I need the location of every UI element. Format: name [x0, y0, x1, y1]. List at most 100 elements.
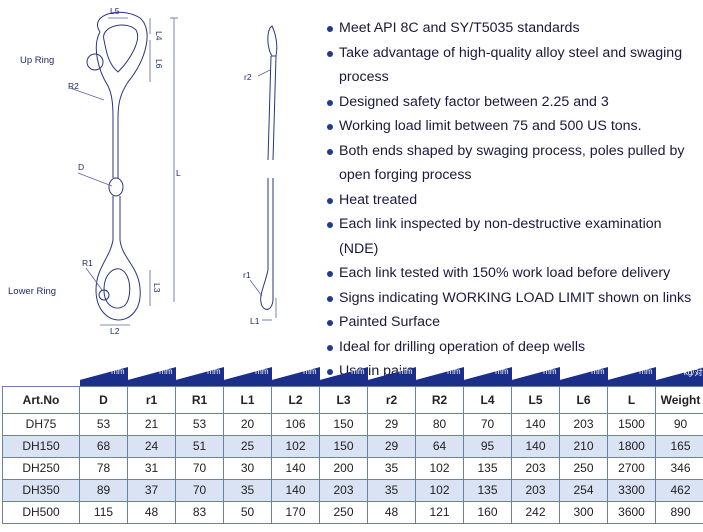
unit-wedge [271, 367, 320, 386]
feature-list: Meet API 8C and SY/T5035 standards Take … [326, 16, 698, 384]
column-header: L4 [463, 385, 512, 414]
table-cell: 1800 [607, 434, 656, 458]
table-cell: 24 [127, 434, 176, 458]
table-cell: 70 [175, 478, 224, 502]
table-cell: 70 [463, 412, 512, 436]
table-cell: 29 [367, 434, 416, 458]
table-cell: 3300 [607, 478, 656, 502]
table-cell: 35 [223, 478, 272, 502]
unit-label: mm [159, 367, 173, 376]
table-cell: 200 [319, 456, 368, 480]
table-cell: 150 [319, 434, 368, 458]
table-cell: 165 [655, 434, 703, 458]
column-header: L1 [223, 385, 272, 414]
table-cell: 31 [127, 456, 176, 480]
upper-ring-outline [95, 11, 148, 150]
column-header: L [607, 385, 656, 414]
r2-cap-label: R2 [68, 81, 79, 91]
table-cell: 21 [127, 412, 176, 436]
table-cell: 203 [319, 478, 368, 502]
unit-label: mm [111, 367, 125, 376]
table-cell: 140 [271, 478, 320, 502]
art-no-cell: DH500 [2, 500, 80, 524]
up-ring-label: Up Ring [20, 55, 54, 66]
r2-label: r2 [244, 72, 252, 82]
feature-item: Meet API 8C and SY/T5035 standards [326, 16, 698, 41]
table-cell: 78 [79, 456, 128, 480]
bullet-icon [327, 99, 333, 106]
unit-wedge [463, 367, 512, 386]
unit-label: mm [639, 367, 653, 376]
unit-wedge [655, 367, 703, 386]
table-cell: 80 [415, 412, 464, 436]
table-cell: 29 [367, 412, 416, 436]
unit-label: mm [399, 367, 413, 376]
art-no-cell: DH75 [2, 412, 80, 436]
table-cell: 210 [559, 434, 608, 458]
unit-cell-empty [3, 367, 80, 386]
table-cell: 203 [511, 456, 560, 480]
column-header: Art.No [2, 385, 80, 414]
lower-ring-eye [103, 268, 131, 309]
table-cell: 160 [463, 500, 512, 524]
art-no-cell: DH350 [2, 478, 80, 502]
unit-cell: mm [511, 367, 560, 386]
unit-cell: mm [127, 367, 176, 386]
l1-label: L1 [250, 316, 260, 326]
art-no-cell: DH150 [2, 434, 80, 458]
unit-label: mm [303, 367, 317, 376]
table-cell: 242 [511, 500, 560, 524]
bullet-icon [327, 344, 333, 351]
column-header: r1 [127, 385, 176, 414]
bullet-icon [327, 295, 333, 302]
unit-cell: mm [271, 367, 320, 386]
table-cell: 140 [511, 434, 560, 458]
unit-wedge [415, 367, 464, 386]
table-cell: 254 [559, 478, 608, 502]
table-cell: 37 [127, 478, 176, 502]
unit-wedge [127, 367, 176, 386]
table-cell: 106 [271, 412, 320, 436]
unit-wedge [367, 367, 416, 386]
table-cell: 135 [463, 456, 512, 480]
bullet-icon [327, 26, 333, 32]
unit-cell: mm [607, 367, 656, 386]
feature-item: Working load limit between 75 and 500 US… [326, 114, 698, 139]
feature-item: Painted Surface [326, 310, 698, 335]
art-no-cell: DH250 [2, 456, 80, 480]
table-cell: 35 [367, 456, 416, 480]
unit-cell: mm [559, 367, 608, 386]
l6-label: L6 [154, 59, 164, 69]
table-cell: 48 [127, 500, 176, 524]
unit-cell: mm [367, 367, 416, 386]
table-cell: 250 [319, 500, 368, 524]
table-cell: 68 [79, 434, 128, 458]
upper-pin-circle [86, 53, 104, 71]
bullet-icon [327, 148, 333, 155]
table-cell: 30 [223, 456, 272, 480]
feature-item: Each link tested with 150% work load bef… [326, 261, 698, 286]
table-cell: 890 [655, 500, 703, 524]
table-cell: 90 [655, 412, 703, 436]
bullet-icon [327, 222, 333, 228]
unit-cell: kg/对 [655, 367, 703, 386]
unit-cell: mm [463, 367, 512, 386]
table-cell: 95 [463, 434, 512, 458]
table-cell: 115 [79, 500, 128, 524]
feature-item: Designed safety factor between 2.25 and … [326, 90, 698, 115]
column-header: L2 [271, 385, 320, 414]
unit-wedge [79, 367, 128, 386]
table-cell: 102 [415, 456, 464, 480]
unit-label: mm [351, 367, 365, 376]
unit-wedge [559, 367, 608, 386]
unit-wedge [223, 367, 272, 386]
r1-cap-label: R1 [82, 258, 93, 268]
table-cell: 3600 [607, 500, 656, 524]
table-cell: 135 [463, 478, 512, 502]
unit-wedge [511, 367, 560, 386]
unit-wedge [319, 367, 368, 386]
unit-cell: mm [223, 367, 272, 386]
